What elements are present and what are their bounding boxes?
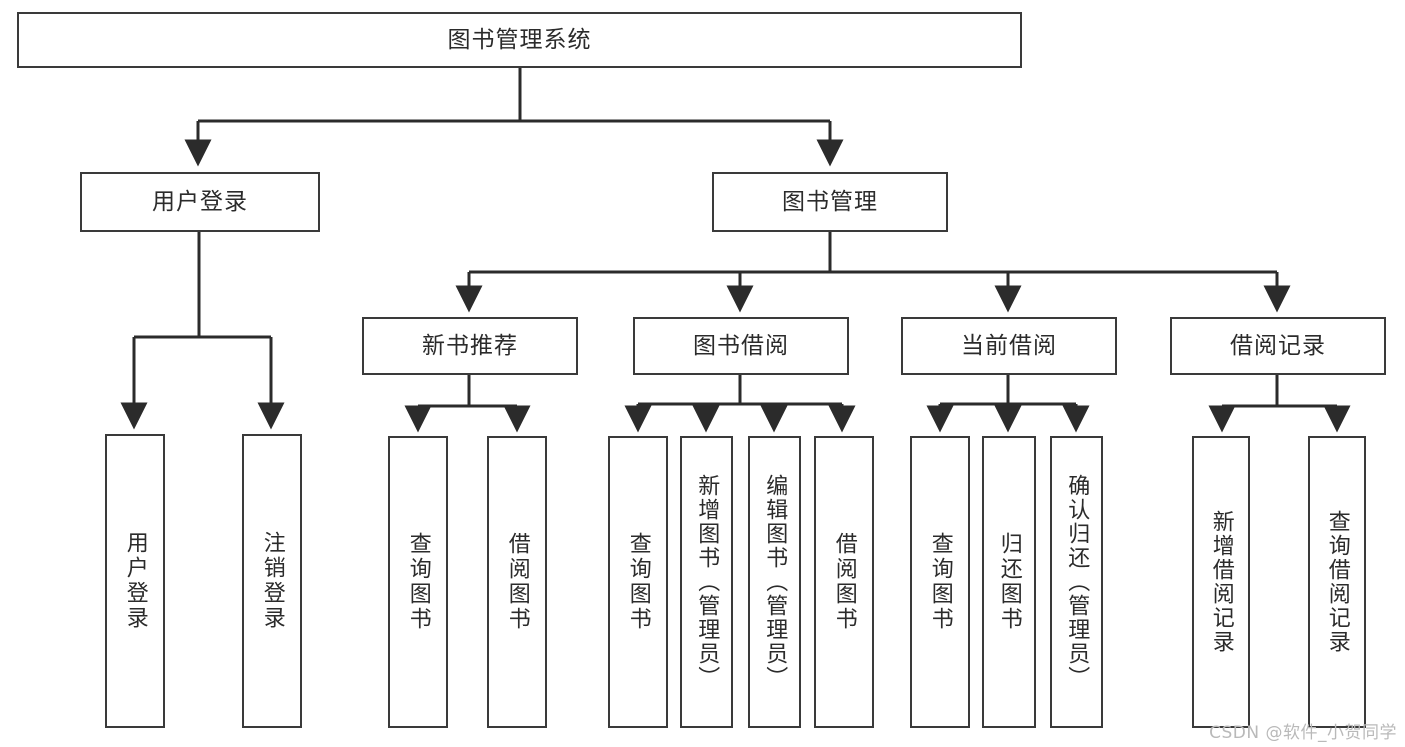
node-leaf-confirm-return[interactable]: 确认归还（管理员） (1050, 436, 1103, 728)
node-new-book-rec[interactable]: 新书推荐 (362, 317, 578, 375)
node-leaf-query-book-3-label: 查询图书 (927, 532, 953, 632)
node-leaf-query-record[interactable]: 查询借阅记录 (1308, 436, 1366, 728)
node-leaf-add-book[interactable]: 新增图书（管理员） (680, 436, 733, 728)
node-current-borrow-label: 当前借阅 (961, 332, 1057, 359)
node-book-manage-label: 图书管理 (782, 188, 878, 215)
node-leaf-borrow-book-2[interactable]: 借阅图书 (814, 436, 874, 728)
node-leaf-query-book-1[interactable]: 查询图书 (388, 436, 448, 728)
node-current-borrow[interactable]: 当前借阅 (901, 317, 1117, 375)
node-book-borrow-label: 图书借阅 (693, 332, 789, 359)
node-user-login[interactable]: 用户登录 (80, 172, 320, 232)
node-leaf-edit-book[interactable]: 编辑图书（管理员） (748, 436, 801, 728)
node-leaf-query-book-1-label: 查询图书 (405, 532, 431, 632)
node-borrow-record[interactable]: 借阅记录 (1170, 317, 1386, 375)
node-leaf-query-book-2-label: 查询图书 (625, 532, 651, 632)
node-leaf-return-book[interactable]: 归还图书 (982, 436, 1036, 728)
node-borrow-record-label: 借阅记录 (1230, 332, 1326, 359)
node-leaf-user-login-label: 用户登录 (122, 531, 148, 631)
node-book-borrow[interactable]: 图书借阅 (633, 317, 849, 375)
node-leaf-borrow-book-1-label: 借阅图书 (504, 532, 530, 632)
node-root-label: 图书管理系统 (447, 26, 592, 53)
node-root[interactable]: 图书管理系统 (17, 12, 1022, 68)
node-leaf-query-book-3[interactable]: 查询图书 (910, 436, 970, 728)
node-leaf-edit-book-label: 编辑图书（管理员） (762, 474, 788, 690)
node-leaf-add-record[interactable]: 新增借阅记录 (1192, 436, 1250, 728)
node-user-login-label: 用户登录 (152, 188, 248, 215)
node-leaf-user-logout-label: 注销登录 (259, 531, 285, 631)
node-leaf-return-book-label: 归还图书 (996, 532, 1022, 632)
node-leaf-user-logout[interactable]: 注销登录 (242, 434, 302, 728)
node-leaf-borrow-book-1[interactable]: 借阅图书 (487, 436, 547, 728)
node-leaf-borrow-book-2-label: 借阅图书 (831, 532, 857, 632)
node-leaf-add-record-label: 新增借阅记录 (1208, 510, 1234, 654)
node-leaf-confirm-return-label: 确认归还（管理员） (1064, 474, 1090, 690)
node-leaf-add-book-label: 新增图书（管理员） (694, 474, 720, 690)
node-leaf-query-book-2[interactable]: 查询图书 (608, 436, 668, 728)
node-new-book-rec-label: 新书推荐 (422, 332, 518, 359)
node-book-manage[interactable]: 图书管理 (712, 172, 948, 232)
node-leaf-user-login[interactable]: 用户登录 (105, 434, 165, 728)
node-leaf-query-record-label: 查询借阅记录 (1324, 510, 1350, 654)
